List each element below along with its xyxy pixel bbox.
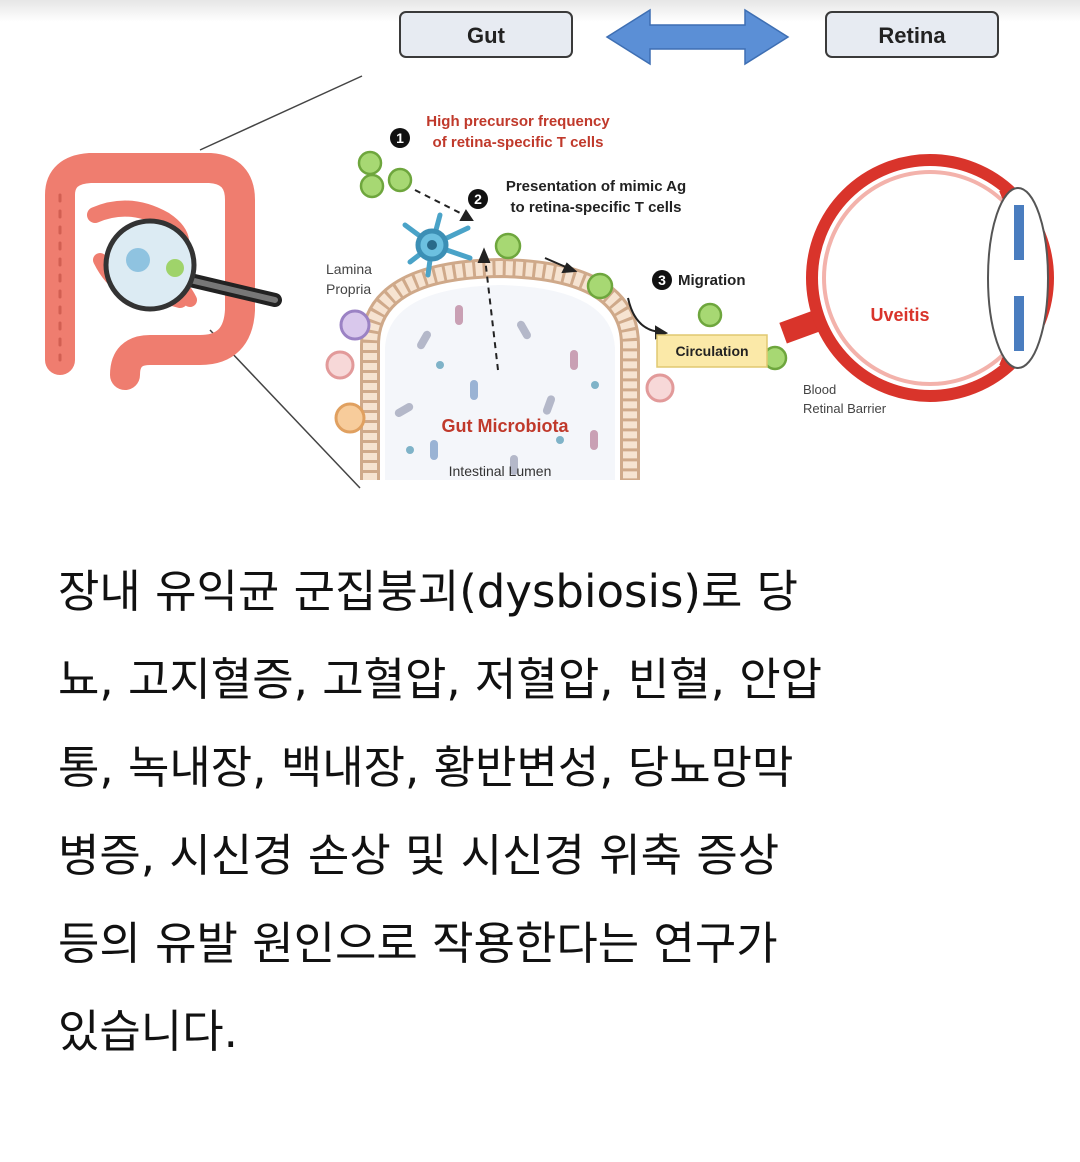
step-1-badge: 1 [396,130,404,146]
gut-retina-axis-figure: Gut Retina [0,0,1080,490]
retina-header-label: Retina [878,23,946,48]
uveitis-label: Uveitis [870,305,929,325]
circulation-label: Circulation [675,343,748,359]
step-2-label-line2: to retina-specific T cells [511,199,682,216]
caption-paragraph: 장내 유익균 군집붕괴(dysbiosis)로 당 뇨, 고지혈증, 고혈압, … [58,548,1038,1076]
barrier-label-line2: Retinal Barrier [803,401,887,416]
step-3-label: Migration [678,272,746,289]
step-1-label-line1: High precursor frequency [426,113,610,130]
caption-line: 통, 녹내장, 백내장, 황반변성, 당뇨망막 [58,741,794,794]
circulation-box: Circulation [656,334,768,368]
figure-svg: Gut Retina [45,8,1054,489]
lamina-label-line1: Lamina [326,261,372,277]
caption-line: 장내 유익균 군집붕괴(dysbiosis)로 당 [58,565,799,618]
gut-header: Gut [399,11,573,58]
caption-line: 있습니다. [58,1005,238,1058]
caption-line: 뇨, 고지혈증, 고혈압, 저혈압, 빈혈, 안압 [58,653,823,706]
step-1-label-line2: of retina-specific T cells [433,134,604,151]
double-arrow-icon [605,8,790,66]
lamina-label-line2: Propria [326,281,371,297]
magnifier-icon [103,218,282,312]
step-2-label-line1: Presentation of mimic Ag [506,178,686,195]
dendritic-cell-icon [402,212,473,278]
eye-icon: Uveitis [779,154,1054,402]
microbiota-label: Gut Microbiota [442,416,570,436]
caption-line: 등의 유발 원인으로 작용한다는 연구가 [58,917,778,970]
lumen-label: Intestinal Lumen [449,463,552,479]
step-3-badge: 3 [658,272,666,288]
villus-diagram [360,257,640,480]
step-2-badge: 2 [474,191,482,207]
barrier-label-line1: Blood [803,382,836,397]
caption-line: 병증, 시신경 손상 및 시신경 위축 증상 [58,829,780,882]
gut-header-label: Gut [467,23,506,48]
retina-header: Retina [825,11,999,58]
